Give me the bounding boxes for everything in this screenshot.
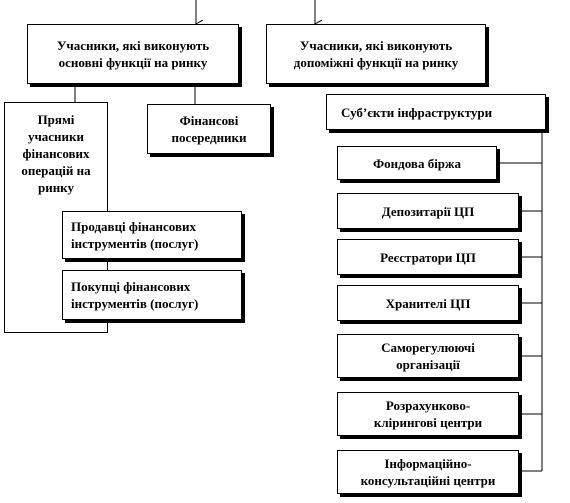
infra-item-stock-exchange: Фондова біржа <box>337 146 497 180</box>
aux-functions-label: Учасники, які виконують допоміжні функці… <box>293 38 459 70</box>
sellers-box: Продавці фінансових інструментів (послуг… <box>62 211 242 259</box>
aux-functions-box: Учасники, які виконують допоміжні функці… <box>266 24 486 84</box>
infra-item-info-centers: Інформаційно- консультаційні центри <box>337 450 519 494</box>
infra-item-label: Саморегулюючі організації <box>381 340 475 372</box>
infra-item-depositories: Депозитарії ЦП <box>337 193 519 229</box>
infra-item-label: Депозитарії ЦП <box>381 203 475 219</box>
financial-intermediaries-label: Фінансові посередники <box>171 113 247 145</box>
infra-item-label: Реєстратори ЦП <box>380 249 476 265</box>
infra-item-custodians: Хранителі ЦП <box>337 285 519 321</box>
buyers-box: Покупці фінансових інструментів (послуг) <box>62 270 242 320</box>
infrastructure-label: Суб’єкти інфраструктури <box>341 104 493 120</box>
infra-item-self-regulatory: Саморегулюючі організації <box>337 334 519 378</box>
infrastructure-box: Суб’єкти інфраструктури <box>326 94 546 130</box>
main-functions-box: Учасники, які виконують основні функції … <box>27 24 239 84</box>
infra-item-label: Розрахунково- клірингові центри <box>373 398 483 430</box>
sellers-label: Продавці фінансових інструментів (послуг… <box>71 219 199 251</box>
infra-item-clearing-centers: Розрахунково- клірингові центри <box>337 392 519 436</box>
infra-item-label: Інформаційно- консультаційні центри <box>360 456 496 488</box>
buyers-label: Покупці фінансових інструментів (послуг) <box>71 279 199 311</box>
main-functions-label: Учасники, які виконують основні функції … <box>56 38 210 70</box>
infra-item-registrars: Реєстратори ЦП <box>337 239 519 275</box>
direct-participants-label: Прямі учасники фінансових операцій на ри… <box>21 112 91 195</box>
infra-item-label: Фондова біржа <box>373 155 461 171</box>
financial-intermediaries-box: Фінансові посередники <box>147 104 271 154</box>
infra-item-label: Хранителі ЦП <box>385 295 471 311</box>
